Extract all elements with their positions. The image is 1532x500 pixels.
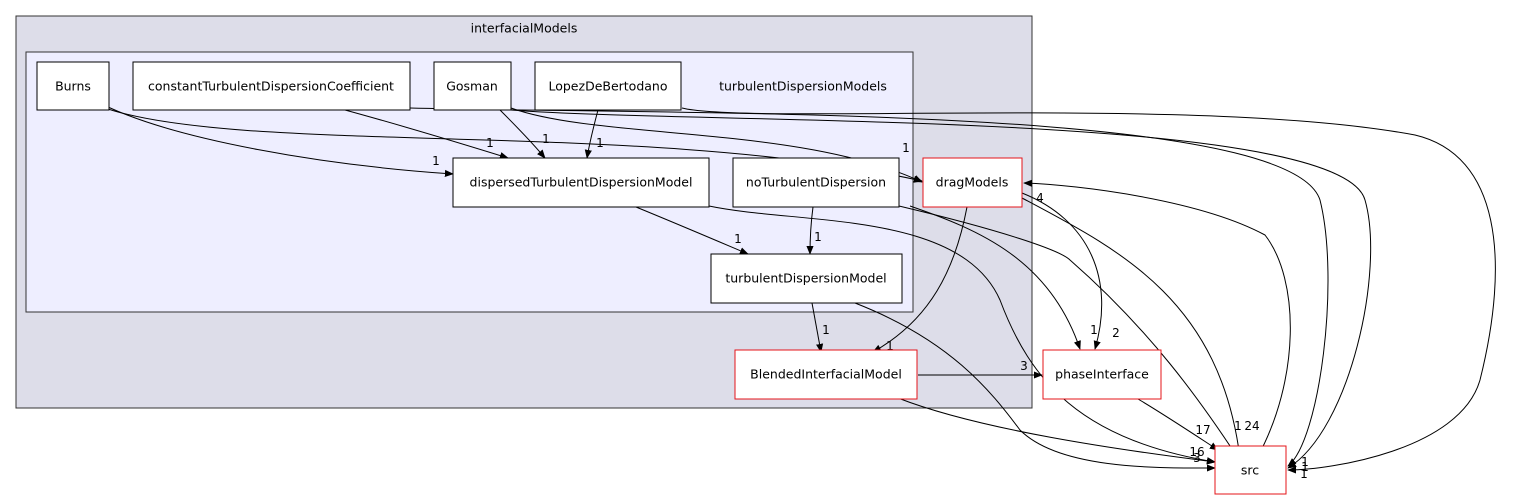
edge-label: 2 <box>1112 326 1120 340</box>
node-dispersed-label: dispersedTurbulentDispersionModel <box>470 175 693 190</box>
edge-label: 1 <box>1301 460 1309 474</box>
edge-label: 1 <box>814 230 822 244</box>
node-lopezDeBertodano[interactable]: LopezDeBertodano <box>534 61 682 111</box>
node-noturb-label: noTurbulentDispersion <box>746 175 886 190</box>
edge-gosman-dispersed <box>499 109 546 159</box>
edge-label: 4 <box>1036 191 1044 205</box>
node-phase-label: phaseInterface <box>1055 367 1149 382</box>
edge-label: 1 <box>1301 455 1309 469</box>
edge-label: 1 <box>1300 467 1308 481</box>
edge-label: 1 <box>822 323 830 337</box>
edge-lopez-src <box>681 107 1496 474</box>
node-src-label: src <box>1241 463 1259 478</box>
edge-constant-dispersed <box>344 109 509 160</box>
node-gosman-label: Gosman <box>446 79 498 94</box>
edge-noturb-turbmodel <box>806 206 814 255</box>
edge-label: 24 <box>1244 419 1259 433</box>
edge-drag-phase-b <box>1021 192 1103 350</box>
edge-drag-phase-a <box>909 205 1081 350</box>
edge-label: 1 <box>596 136 604 150</box>
edge-label: 1 <box>734 232 742 246</box>
node-constant-label: constantTurbulentDispersionCoefficient <box>148 79 394 94</box>
node-dispersedTurbulentDispersionModel[interactable]: dispersedTurbulentDispersionModel <box>452 157 710 208</box>
edge-label: 1 <box>542 132 550 146</box>
node-blended-label: BlendedInterfacialModel <box>750 367 902 382</box>
edge-gosman-src <box>510 109 1372 469</box>
edge-label: 16 <box>1189 445 1204 459</box>
node-blendedInterfacialModel[interactable]: BlendedInterfacialModel <box>734 349 918 400</box>
edge-label: 3 <box>1193 451 1201 465</box>
node-burns[interactable]: Burns <box>36 61 110 111</box>
node-noTurbulentDispersion[interactable]: noTurbulentDispersion <box>732 157 900 208</box>
edge-label: 3 <box>1020 359 1028 373</box>
edge-label: 1 <box>486 136 494 150</box>
node-turbmodel-label: turbulentDispersionModel <box>725 271 886 286</box>
edge-burns-dispersed <box>107 106 454 178</box>
edge-turbmodel-src <box>854 302 1216 472</box>
edge-lopez-dispersed <box>584 109 599 159</box>
edge-phase-src <box>1137 398 1219 451</box>
cluster-interfacialModels-label: interfacialModels <box>471 21 578 36</box>
node-constantTurbulentDispersionCoefficient[interactable]: constantTurbulentDispersionCoefficient <box>132 61 411 111</box>
cluster-turbulentDispersionModels-label: turbulentDispersionModels <box>719 79 887 94</box>
edge-src-drag <box>1023 179 1291 459</box>
node-src[interactable]: src <box>1214 445 1287 495</box>
edge-label: 1 <box>886 339 894 353</box>
edge-dispersed-turbmodel <box>635 206 749 255</box>
edges: 1 1 1 1 1 1 1 1 1 1 1 <box>107 106 1496 481</box>
node-phaseInterface[interactable]: phaseInterface <box>1042 349 1162 400</box>
edge-label: 17 <box>1195 423 1210 437</box>
edge-label: 1 <box>432 154 440 168</box>
edge-turbmodel-blended <box>811 302 824 353</box>
edge-noturb-src <box>898 205 1239 459</box>
node-dragModels[interactable]: dragModels <box>922 157 1023 208</box>
edge-label: 1 <box>1234 419 1242 433</box>
node-turbulentDispersionModel[interactable]: turbulentDispersionModel <box>710 253 903 304</box>
node-lopez-label: LopezDeBertodano <box>548 79 667 94</box>
node-drag-label: dragModels <box>936 175 1009 190</box>
node-burns-label: Burns <box>55 79 91 94</box>
edge-constant-src <box>409 107 1329 467</box>
edge-label: 1 <box>1090 323 1098 337</box>
edge-label: 1 <box>902 141 910 155</box>
edge-blended-src <box>897 397 1216 465</box>
edge-drag-blended <box>872 206 968 353</box>
edge-drag-src <box>1021 197 1243 459</box>
node-gosman[interactable]: Gosman <box>433 61 512 111</box>
edge-dispersed-src <box>708 205 1216 465</box>
